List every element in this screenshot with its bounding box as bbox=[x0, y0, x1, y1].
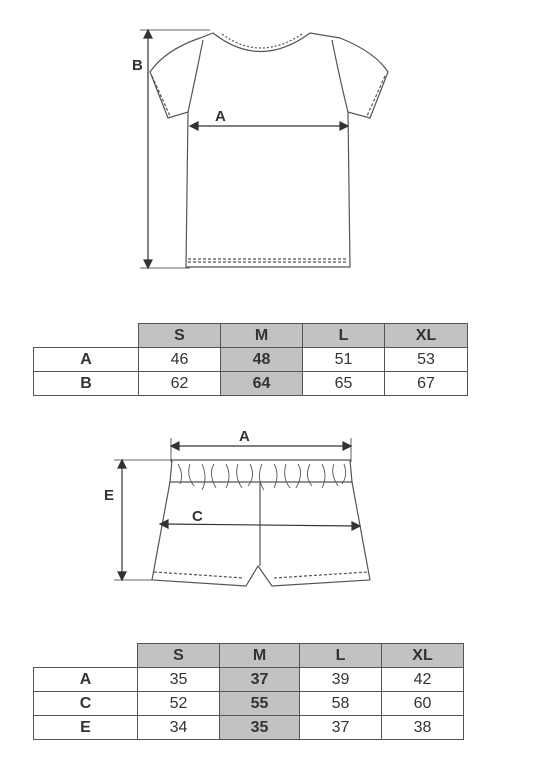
label-a: A bbox=[215, 108, 226, 125]
size-header: XL bbox=[381, 643, 464, 668]
size-header: XL bbox=[384, 323, 468, 348]
table-cell: 35 bbox=[137, 667, 220, 692]
table-cell: 35 bbox=[219, 715, 300, 740]
table-cell: 62 bbox=[138, 371, 221, 396]
table-cell: 38 bbox=[381, 715, 464, 740]
table-row: A 46 48 51 53 bbox=[33, 347, 468, 372]
table-cell: 52 bbox=[137, 691, 220, 716]
table-header-row: S M L XL bbox=[34, 643, 464, 668]
table-cell: 39 bbox=[299, 667, 382, 692]
table-cell: 67 bbox=[384, 371, 468, 396]
shorts-diagram: A C E bbox=[104, 428, 371, 587]
table-cell: 48 bbox=[220, 347, 303, 372]
table-cell: 37 bbox=[299, 715, 382, 740]
table-cell: 37 bbox=[219, 667, 300, 692]
label-e: E bbox=[104, 487, 114, 504]
tshirt-size-table: S M L XL A 46 48 51 53 B 62 64 65 67 bbox=[33, 323, 468, 396]
table-row: A 35 37 39 42 bbox=[33, 667, 464, 692]
row-label: A bbox=[33, 347, 139, 372]
tshirt-outline bbox=[149, 32, 389, 268]
size-header: L bbox=[302, 323, 385, 348]
table-cell: 64 bbox=[220, 371, 303, 396]
table-cell: 46 bbox=[138, 347, 221, 372]
table-row: C 52 55 58 60 bbox=[33, 691, 464, 716]
table-cell: 55 bbox=[219, 691, 300, 716]
table-cell: 65 bbox=[302, 371, 385, 396]
size-header: S bbox=[138, 323, 221, 348]
size-header: M bbox=[219, 643, 300, 668]
table-cell: 42 bbox=[381, 667, 464, 692]
row-label: A bbox=[33, 667, 138, 692]
label-a: A bbox=[239, 428, 250, 445]
tshirt-diagram: B A bbox=[132, 28, 389, 270]
row-label: B bbox=[33, 371, 139, 396]
shorts-outline bbox=[151, 481, 371, 587]
size-header: S bbox=[137, 643, 220, 668]
table-cell: 34 bbox=[137, 715, 220, 740]
table-cell: 60 bbox=[381, 691, 464, 716]
row-label: E bbox=[33, 715, 138, 740]
row-label: C bbox=[33, 691, 138, 716]
table-cell: 58 bbox=[299, 691, 382, 716]
label-c: C bbox=[192, 508, 203, 525]
label-b: B bbox=[132, 57, 143, 74]
table-row: B 62 64 65 67 bbox=[33, 371, 468, 396]
size-header: L bbox=[299, 643, 382, 668]
table-row: E 34 35 37 38 bbox=[33, 715, 464, 740]
shorts-size-table: S M L XL A 35 37 39 42 C 52 55 58 60 E 3… bbox=[33, 643, 464, 740]
size-header: M bbox=[220, 323, 303, 348]
table-cell: 53 bbox=[384, 347, 468, 372]
table-header-row: S M L XL bbox=[34, 323, 468, 348]
hip-arrow-c bbox=[163, 523, 357, 527]
table-cell: 51 bbox=[302, 347, 385, 372]
